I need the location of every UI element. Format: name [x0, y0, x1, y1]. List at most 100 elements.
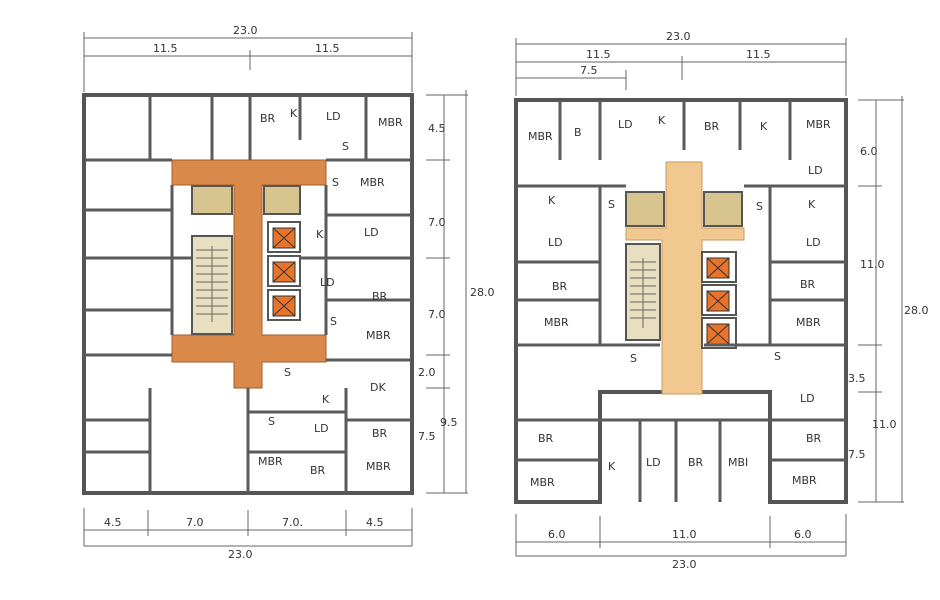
- plan-a-dim-right-total: 28.0: [470, 286, 495, 299]
- room-label: LD: [320, 276, 335, 289]
- room-label: MBR: [530, 476, 555, 489]
- plan-a-dim-right-d: 2.0: [418, 366, 436, 379]
- room-label: K: [808, 198, 816, 211]
- plan-b-room-labels: MBR B LD K BR K MBR LD K S S K LD LD BR …: [528, 114, 831, 489]
- plan-a-dim-bottom-d: 4.5: [366, 516, 384, 529]
- plan-b-dim-right-c: 3.5: [848, 372, 866, 385]
- room-label: LD: [314, 422, 329, 435]
- room-label: MBR: [796, 316, 821, 329]
- plan-b-interior-walls: [516, 100, 846, 502]
- plan-b-dim-bottom-total: 23.0: [672, 558, 697, 571]
- plan-b-shaft-2: [703, 191, 743, 227]
- plan-b-dim-right-d: 7.5: [848, 448, 866, 461]
- room-label: MBR: [366, 329, 391, 342]
- plan-b-dim-top-sub: 7.5: [580, 64, 598, 77]
- plan-a-shaft-2: [263, 185, 301, 215]
- plan-b: 23.0 11.5 11.5 7.5: [514, 30, 929, 571]
- plan-b-corridor: [625, 161, 745, 395]
- room-label: LD: [646, 456, 661, 469]
- plan-b-dim-right-b: 11.0: [860, 258, 885, 271]
- room-label: BR: [310, 464, 326, 477]
- room-label: BR: [800, 278, 816, 291]
- room-label: K: [760, 120, 768, 133]
- plan-a-dim-bottom-b: 7.0: [186, 516, 204, 529]
- room-label: S: [774, 350, 781, 363]
- plan-a-dim-right-e: 7.5: [418, 430, 436, 443]
- room-label: S: [608, 198, 615, 211]
- room-label: S: [756, 200, 763, 213]
- room-label: DK: [370, 381, 386, 394]
- plan-b-top-dimensions: 23.0 11.5 11.5 7.5: [515, 30, 847, 96]
- room-label: BR: [704, 120, 720, 133]
- plan-a-elevators: [267, 221, 301, 321]
- room-label: S: [342, 140, 349, 153]
- room-label: S: [284, 366, 291, 379]
- room-label: MBR: [258, 455, 283, 468]
- room-label: BR: [806, 432, 822, 445]
- plan-b-dim-top-a: 11.5: [586, 48, 611, 61]
- room-label: B: [574, 126, 582, 139]
- room-label: K: [548, 194, 556, 207]
- plan-a-dim-right-a: 4.5: [428, 122, 446, 135]
- plan-b-dim-bottom-a: 6.0: [548, 528, 566, 541]
- plan-b-dim-top-total: 23.0: [666, 30, 691, 43]
- plan-a-bottom-dimensions: 4.5 7.0 7.0. 4.5 23.0: [83, 508, 413, 561]
- plan-b-dim-right-a: 6.0: [860, 145, 878, 158]
- room-label: BR: [688, 456, 704, 469]
- room-label: S: [630, 352, 637, 365]
- plan-a-dim-bottom-a: 4.5: [104, 516, 122, 529]
- room-label: MBR: [544, 316, 569, 329]
- plan-b-dim-top-b: 11.5: [746, 48, 771, 61]
- plan-a-dim-bottom-total: 23.0: [228, 548, 253, 561]
- room-label: MBR: [806, 118, 831, 131]
- plan-b-dim-bottom-c: 6.0: [794, 528, 812, 541]
- room-label: MBI: [728, 456, 748, 469]
- room-label: BR: [552, 280, 568, 293]
- plan-a-dim-top-a: 11.5: [153, 42, 178, 55]
- plan-a-stair: [196, 246, 228, 322]
- room-label: K: [322, 393, 330, 406]
- plan-b-stair: [630, 258, 656, 328]
- room-label: MBR: [378, 116, 403, 129]
- room-label: LD: [364, 226, 379, 239]
- room-label: LD: [548, 236, 563, 249]
- plan-b-elevators: [701, 251, 737, 349]
- plan-a: 23.0 11.5 11.5: [82, 24, 495, 561]
- plan-a-dim-right-c: 7.0: [428, 308, 446, 321]
- plan-a-dim-right-b: 7.0: [428, 216, 446, 229]
- room-label: S: [330, 315, 337, 328]
- plan-b-dim-right-total: 28.0: [904, 304, 929, 317]
- plan-b-bottom-dimensions: 6.0 11.0 6.0 23.0: [515, 514, 847, 571]
- room-label: S: [268, 415, 275, 428]
- plan-a-room-labels: BR K LD MBR S S MBR K LD LD BR S MBR S D…: [258, 107, 403, 477]
- room-label: LD: [326, 110, 341, 123]
- room-label: LD: [618, 118, 633, 131]
- plan-a-dim-top-b: 11.5: [315, 42, 340, 55]
- plan-a-dim-right-f: 9.5: [440, 416, 458, 429]
- room-label: S: [332, 176, 339, 189]
- room-label: BR: [260, 112, 276, 125]
- plan-b-right-dimensions: 6.0 11.0 3.5 7.5 11.0 28.0: [848, 96, 929, 503]
- plan-b-shaft-1: [625, 191, 665, 227]
- plan-a-dim-top-total: 23.0: [233, 24, 258, 37]
- room-label: BR: [372, 290, 388, 303]
- room-label: MBR: [366, 460, 391, 473]
- plan-b-dim-right-e: 11.0: [872, 418, 897, 431]
- room-label: K: [316, 228, 324, 241]
- room-label: MBR: [528, 130, 553, 143]
- room-label: BR: [372, 427, 388, 440]
- room-label: LD: [806, 236, 821, 249]
- room-label: K: [658, 114, 666, 127]
- room-label: BR: [538, 432, 554, 445]
- room-label: LD: [808, 164, 823, 177]
- room-label: K: [290, 107, 298, 120]
- room-label: MBR: [360, 176, 385, 189]
- plan-a-top-dimensions: 23.0 11.5 11.5: [83, 24, 413, 92]
- plan-b-dim-bottom-b: 11.0: [672, 528, 697, 541]
- plan-a-right-dimensions: 4.5 7.0 7.0 2.0 7.5 9.5 28.0: [418, 90, 495, 494]
- room-label: K: [608, 460, 616, 473]
- room-label: LD: [800, 392, 815, 405]
- plan-a-interior-walls: [84, 95, 412, 493]
- room-label: MBR: [792, 474, 817, 487]
